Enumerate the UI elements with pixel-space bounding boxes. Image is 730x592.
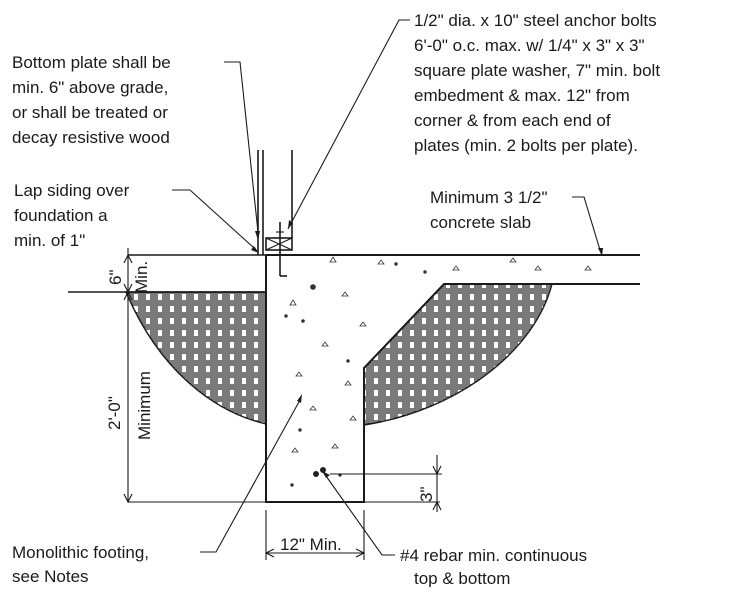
svg-text:corner & from each end of: corner & from each end of (414, 111, 611, 130)
svg-text:top & bottom: top & bottom (414, 569, 510, 587)
rebar (313, 467, 326, 477)
svg-text:plates (min. 2 bolts per plate: plates (min. 2 bolts per plate). (414, 136, 638, 155)
svg-text:square plate washer, 7" min. b: square plate washer, 7" min. bolt (414, 61, 660, 80)
note-anchor-bolts: 1/2" dia. x 10" steel anchor bolts 6'-0"… (414, 11, 660, 155)
note-slab: Minimum 3 1/2" concrete slab (430, 188, 548, 232)
soil-hatch-left (124, 291, 267, 425)
dim-two-foot-label: 2'-0" (105, 396, 124, 430)
svg-text:6'-0" o.c. max. w/ 1/4" x 3" x: 6'-0" o.c. max. w/ 1/4" x 3" x 3" (414, 36, 645, 55)
svg-text:Monolithic footing,: Monolithic footing, (12, 543, 149, 562)
svg-text:min. of 1": min. of 1" (14, 231, 85, 250)
svg-text:see Notes: see Notes (12, 567, 89, 586)
svg-text:decay resistive wood: decay resistive wood (12, 128, 170, 147)
dim-twelve-inch (264, 510, 366, 560)
svg-text:embedment & max. 12" from: embedment & max. 12" from (414, 86, 630, 105)
dim-three-inch-label: 3" (417, 487, 436, 503)
leader-lines (172, 19, 603, 556)
stud-wall (257, 150, 293, 255)
svg-text:Lap siding over: Lap siding over (14, 181, 130, 200)
svg-text:#4 rebar min. continuous: #4 rebar min. continuous (400, 546, 587, 565)
svg-text:min. 6" above grade,: min. 6" above grade, (12, 78, 168, 97)
dim-two-foot-minimum: Minimum (135, 371, 154, 440)
svg-text:Bottom plate shall be: Bottom plate shall be (12, 53, 171, 72)
note-rebar: #4 rebar min. continuous top & bottom (400, 546, 587, 588)
note-bottom-plate: Bottom plate shall be min. 6" above grad… (12, 53, 171, 147)
anchor-bolt (276, 222, 287, 277)
svg-text:1/2" dia. x 10" steel anchor b: 1/2" dia. x 10" steel anchor bolts (414, 11, 657, 30)
dim-two-foot (123, 290, 133, 504)
svg-text:or shall be treated or: or shall be treated or (12, 103, 168, 122)
note-footing: Monolithic footing, see Notes (12, 543, 149, 586)
soil-hatch-right (363, 283, 553, 426)
dim-twelve-inch-label: 12" Min. (280, 535, 342, 554)
dim-three-inch (330, 455, 442, 512)
note-lap-siding: Lap siding over foundation a min. of 1" (14, 181, 130, 250)
svg-text:Minimum 3 1/2": Minimum 3 1/2" (430, 188, 548, 207)
concrete-aggregate (284, 256, 592, 487)
svg-text:foundation a: foundation a (14, 206, 108, 225)
svg-text:concrete slab: concrete slab (430, 213, 531, 232)
dim-six-inch-label: 6" (106, 270, 125, 286)
dim-six-inch-min: Min. (132, 261, 151, 293)
